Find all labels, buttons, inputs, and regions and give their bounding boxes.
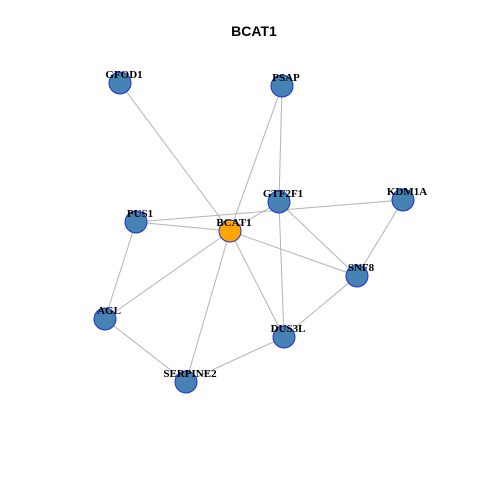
edge-pus1-agl [104,221,137,320]
node-agl[interactable]: AGL [93,305,121,331]
edge-psap-gtf2f1 [278,85,283,203]
node-serpine2[interactable]: SERPINE2 [163,368,217,394]
node-label-gtf2f1: GTF2F1 [263,188,303,200]
node-label-agl: AGL [97,305,121,317]
node-circle-bcat1[interactable] [218,219,242,243]
edge-bcat1-gfod1 [119,82,231,232]
node-label-kdm1a: KDM1A [387,186,427,198]
edges-layer [104,82,404,383]
node-circle-agl[interactable] [93,307,117,331]
node-circle-snf8[interactable] [345,264,369,288]
node-label-pus1: PUS1 [127,208,153,220]
node-bcat1[interactable]: BCAT1 [216,217,252,243]
node-label-serpine2: SERPINE2 [163,368,217,380]
node-label-snf8: SNF8 [348,262,375,274]
edge-agl-serpine2 [104,318,187,383]
edge-bcat1-serpine2 [185,230,231,383]
node-circle-gtf2f1[interactable] [267,190,291,214]
edge-snf8-dus3l [283,275,358,338]
node-dus3l[interactable]: DUS3L [271,323,306,349]
graph-title: BCAT1 [231,23,277,39]
node-psap[interactable]: PSAP [270,72,300,98]
node-kdm1a[interactable]: KDM1A [387,186,427,212]
edge-bcat1-agl [104,230,231,320]
edge-gtf2f1-dus3l [278,201,285,338]
node-label-bcat1: BCAT1 [216,217,251,229]
edge-gtf2f1-snf8 [278,201,358,277]
node-pus1[interactable]: PUS1 [124,208,153,234]
node-snf8[interactable]: SNF8 [345,262,375,288]
edge-bcat1-snf8 [229,230,358,277]
node-label-gfod1: GFOD1 [105,69,142,81]
edge-bcat1-pus1 [135,221,231,232]
node-circle-serpine2[interactable] [174,370,198,394]
edge-pus1-kdm1a [135,199,404,223]
node-circle-psap[interactable] [270,74,294,98]
node-circle-dus3l[interactable] [272,325,296,349]
edge-bcat1-dus3l [229,230,285,338]
node-label-psap: PSAP [272,72,300,84]
node-circle-gfod1[interactable] [108,71,132,95]
node-circle-pus1[interactable] [124,210,148,234]
edge-bcat1-psap [229,85,283,232]
node-gfod1[interactable]: GFOD1 [105,69,143,95]
edge-kdm1a-snf8 [356,199,404,277]
node-circle-kdm1a[interactable] [391,188,415,212]
node-gtf2f1[interactable]: GTF2F1 [263,188,303,214]
node-label-dus3l: DUS3L [271,323,306,335]
edge-serpine2-dus3l [185,336,285,383]
